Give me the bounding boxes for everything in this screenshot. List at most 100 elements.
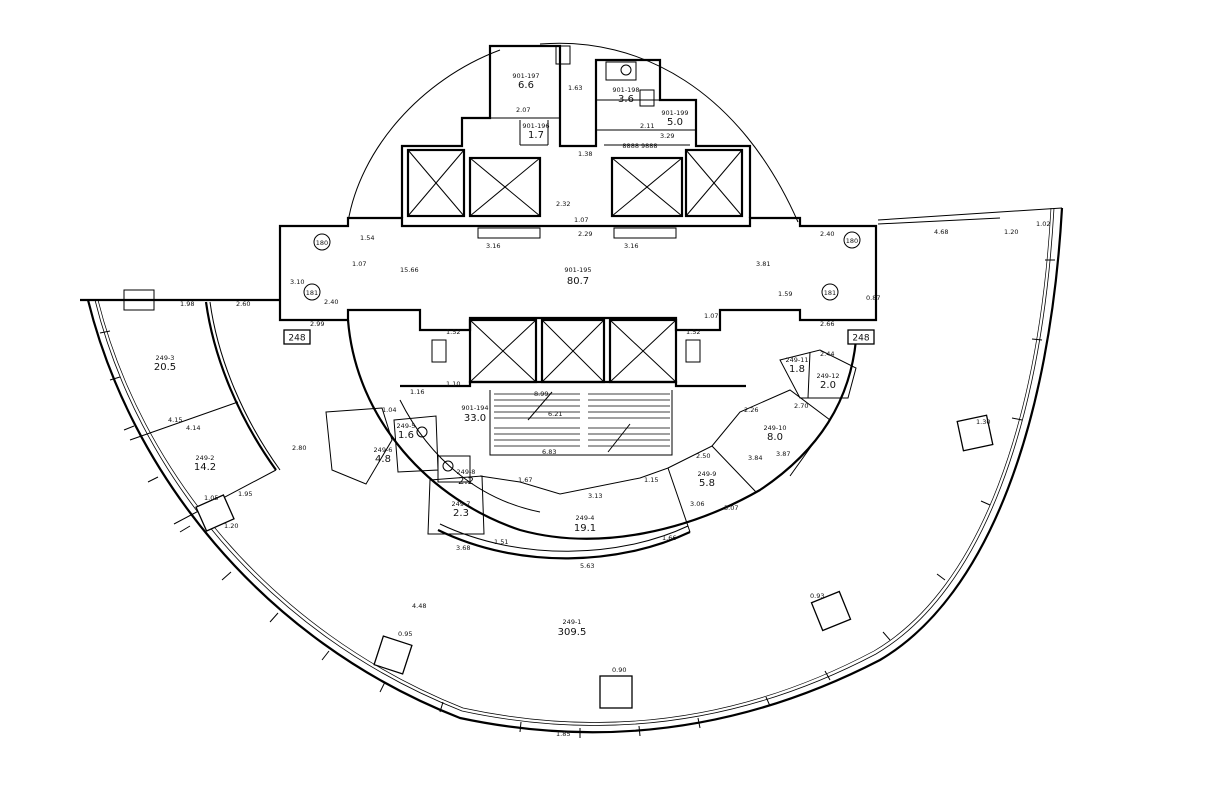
- stair-flight-left: [494, 391, 580, 447]
- room-label-249-11: 249-11: [785, 356, 808, 364]
- dimension-label: 1.20: [1004, 228, 1018, 236]
- room-area-901-194: 33.0: [464, 413, 486, 424]
- room-area-901-197: 6.6: [518, 80, 534, 91]
- dimension-label: 3.10: [290, 278, 304, 286]
- elevator-shaft: [468, 156, 542, 218]
- dimension-label: 3.16: [486, 242, 500, 250]
- room-label-249-9: 249-9: [698, 470, 717, 478]
- axis-circle-right-bottom: 181: [824, 289, 836, 297]
- dimension-label: 2.44: [820, 350, 834, 358]
- left-wing: [123, 289, 281, 532]
- dimension-label: 1.38: [578, 150, 592, 158]
- room-label-901-196: 901-196: [522, 122, 549, 130]
- room-label-249-8: 249-8: [457, 468, 476, 476]
- dimension-label: 1.15: [644, 476, 658, 484]
- room-area-249-3: 20.5: [154, 362, 176, 373]
- room-area-249-7: 2.3: [453, 508, 469, 519]
- dimension-label: 1.04: [382, 406, 396, 414]
- room-labels: 249-1 309.5 249-3 20.5 249-2 14.2 249-4 …: [154, 72, 840, 638]
- room-label-249-10: 249-10: [763, 424, 786, 432]
- elevator-shaft: [684, 148, 744, 218]
- dimension-label: 1.98: [180, 300, 194, 308]
- dimension-label: 8.99: [534, 390, 548, 398]
- dimension-label: 2.26: [744, 406, 758, 414]
- dimension-label: 2.50: [696, 452, 710, 460]
- dimension-label: 1.52: [686, 328, 700, 336]
- dimension-label: 3.16: [624, 242, 638, 250]
- dimension-label: 3.06: [690, 500, 704, 508]
- elevator-shaft: [540, 318, 606, 384]
- axis-markers: 248 248 180 181 180 181: [283, 231, 875, 345]
- room-area-901-196: 1.7: [528, 130, 544, 141]
- dimension-label: 4.14: [186, 424, 200, 432]
- axis-circle-left-top: 180: [316, 239, 328, 247]
- room-area-901-199: 5.0: [667, 117, 683, 128]
- dimension-label: 1.95: [238, 490, 252, 498]
- room-area-249-9: 5.8: [699, 478, 715, 489]
- dimension-label: 1.30: [976, 418, 990, 426]
- dimension-label: 2.40: [324, 298, 338, 306]
- dimension-label: 3.81: [756, 260, 770, 268]
- room-area-249-11: 1.8: [789, 364, 805, 375]
- lower-elevators: [431, 318, 701, 384]
- dimension-label: 2.80: [292, 444, 306, 452]
- dimension-label: 2.70: [794, 402, 808, 410]
- dimension-label: 1.51: [494, 538, 508, 546]
- room-area-249-6: 4.8: [375, 454, 391, 465]
- room-area-249-1: 309.5: [558, 627, 587, 638]
- dimension-labels: 1.98 2.60 2.99 2.40 1.07 3.10 1.54 15.66…: [168, 84, 1050, 738]
- dimension-label: 3.84: [748, 454, 762, 462]
- dimension-label: 1.07: [352, 260, 366, 268]
- room-area-249-10: 8.0: [767, 432, 783, 443]
- dimension-label: 1.05: [204, 494, 218, 502]
- dimension-label: 2.99: [310, 320, 324, 328]
- staircase-lobby: [400, 380, 746, 456]
- axis-circle-right-top: 180: [846, 237, 858, 245]
- room-label-249-2: 249-2: [196, 454, 215, 462]
- room-label-901-198: 901-198: [612, 86, 639, 94]
- room-label-249-12: 249-12: [816, 372, 839, 380]
- dimension-label: 0.93: [810, 592, 824, 600]
- dimension-label: 3.13: [588, 492, 602, 500]
- dimension-label: 1.54: [360, 234, 374, 242]
- room-label-249-3: 249-3: [156, 354, 175, 362]
- stair-flight-right: [588, 393, 670, 453]
- dimension-label: 2.40: [820, 230, 834, 238]
- dimension-label: 2.60: [236, 300, 250, 308]
- inner-ring: [325, 64, 858, 560]
- dimension-label: 0.95: [398, 630, 412, 638]
- room-label-249-4: 249-4: [576, 514, 595, 522]
- dimension-label: 1.67: [518, 476, 532, 484]
- elevator-shaft: [406, 148, 466, 218]
- room-area-249-4: 19.1: [574, 523, 596, 534]
- dimension-label: 1.66: [662, 534, 676, 542]
- upper-elevators: [406, 148, 744, 239]
- room-label-249-6: 249-6: [374, 446, 393, 454]
- dimension-label: 1.16: [410, 388, 424, 396]
- dimension-label: 15.66: [400, 266, 419, 274]
- room-label-249-5: 249-5: [397, 422, 416, 430]
- room-area-249-5: 1.6: [398, 430, 414, 441]
- dimension-label: 2.66: [820, 320, 834, 328]
- columns: [373, 414, 994, 709]
- axis-circle-left-bottom: 181: [306, 289, 318, 297]
- dimension-label: 1.07: [574, 216, 588, 224]
- dimension-label: 1.02: [1036, 220, 1050, 228]
- dimension-label: 3.29: [660, 132, 674, 140]
- dimension-label: 4.15: [168, 416, 182, 424]
- room-label-901-195: 901-195: [564, 266, 591, 274]
- dimension-label: 2.11: [640, 122, 654, 130]
- dimension-label: 3.87: [776, 450, 790, 458]
- dimension-label: 3.68: [456, 544, 470, 552]
- dimension-label: 0.90: [612, 666, 626, 674]
- dimension-label: 4.68: [934, 228, 948, 236]
- room-label-901-197: 901-197: [512, 72, 539, 80]
- elevator-shaft: [610, 156, 684, 218]
- dimension-label: 2.32: [556, 200, 570, 208]
- room-label-249-1: 249-1: [563, 618, 582, 626]
- dimension-label: 1.59: [778, 290, 792, 298]
- room-area-249-2: 14.2: [194, 462, 216, 473]
- elevator-shaft: [608, 318, 678, 384]
- room-label-901-194: 901-194: [461, 404, 488, 412]
